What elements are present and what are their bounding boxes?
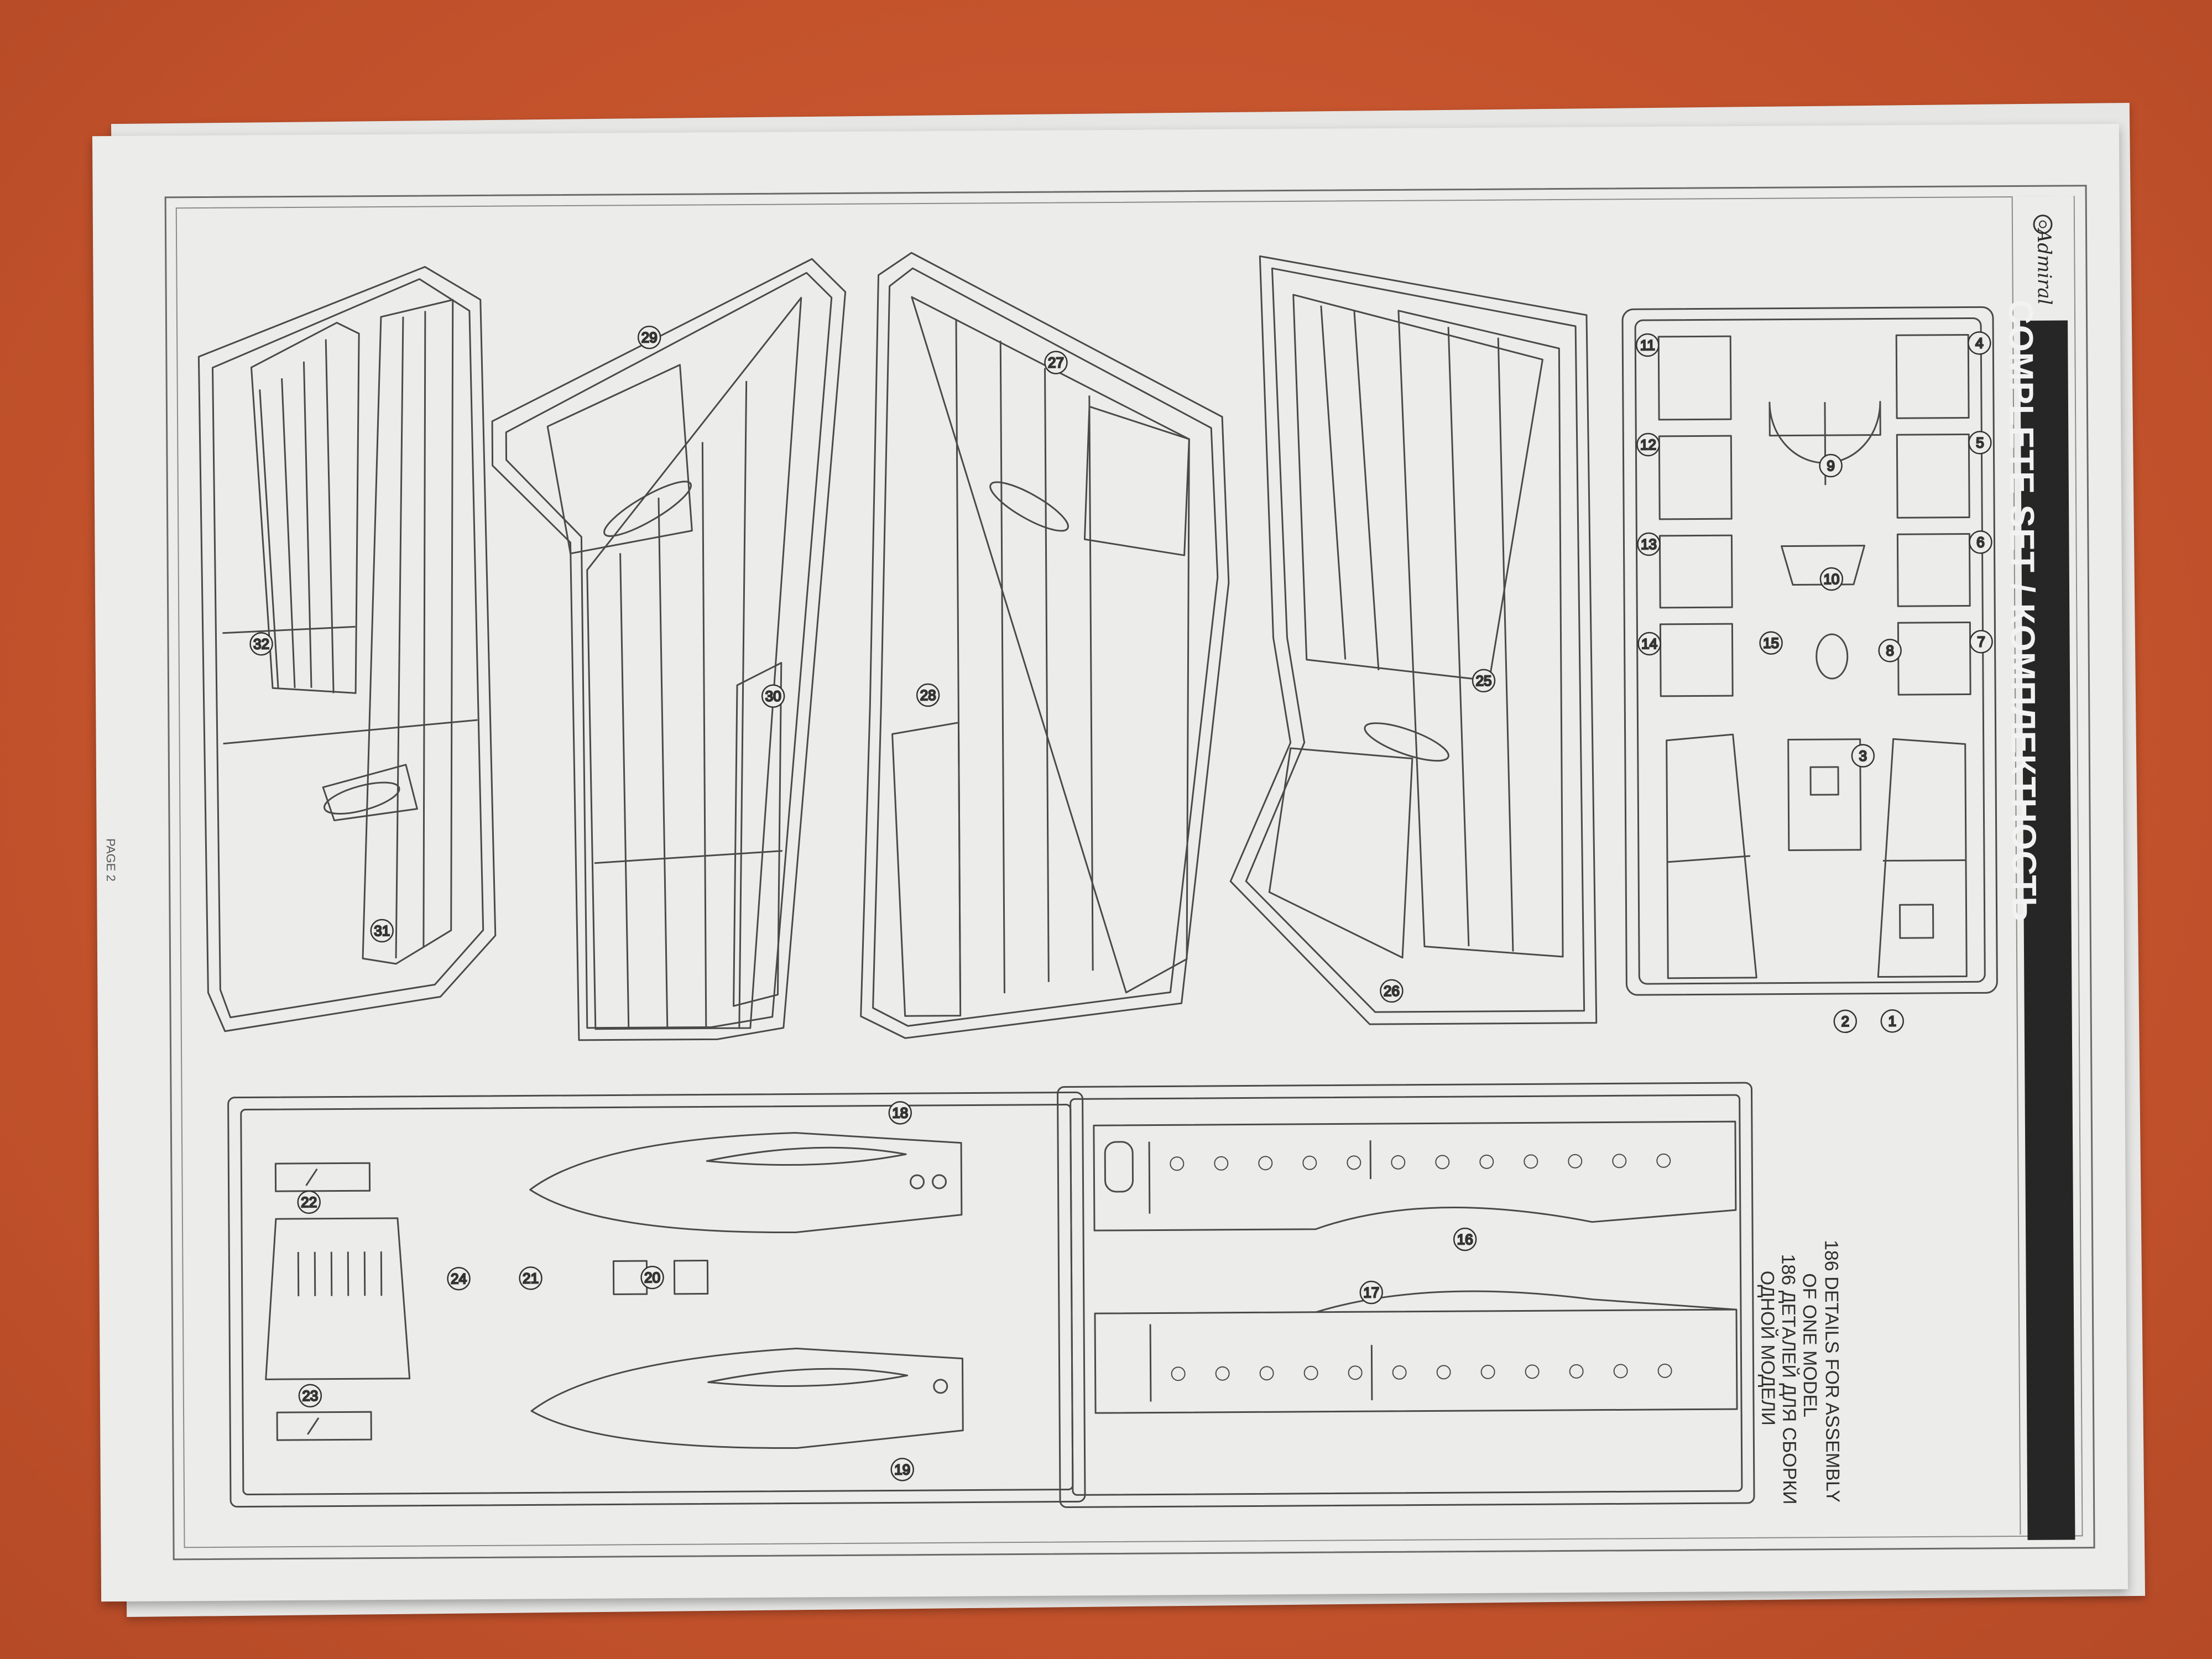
sprue-wing-31-32 xyxy=(197,266,497,1032)
instruction-sheet: COMPLETE SET / КОМПЛЕКТНОСТЬ Admiral PAG… xyxy=(92,123,2128,1602)
svg-text:27: 27 xyxy=(1048,354,1064,371)
callout-5: 5 xyxy=(1968,431,1992,455)
svg-text:9: 9 xyxy=(1827,457,1835,474)
callout-20: 20 xyxy=(640,1265,664,1290)
svg-text:15: 15 xyxy=(1763,635,1779,651)
callout-31: 31 xyxy=(370,919,394,943)
svg-text:21: 21 xyxy=(523,1270,539,1286)
callout-10: 10 xyxy=(1819,567,1844,591)
callout-32: 32 xyxy=(249,632,273,656)
portholes xyxy=(1170,1153,1672,1381)
callout-19: 19 xyxy=(890,1458,914,1481)
svg-text:20: 20 xyxy=(644,1269,660,1286)
callout-26: 26 xyxy=(1380,979,1404,1003)
sprue-small-parts xyxy=(1621,306,1998,996)
svg-text:18: 18 xyxy=(892,1104,908,1121)
callout-9: 9 xyxy=(1819,453,1843,478)
svg-text:11: 11 xyxy=(1640,337,1655,353)
callout-18: 18 xyxy=(888,1101,912,1125)
callout-15: 15 xyxy=(1759,631,1783,655)
callout-2: 2 xyxy=(1833,1009,1858,1034)
svg-text:26: 26 xyxy=(1384,983,1400,999)
brand-logo xyxy=(2033,215,2053,234)
svg-text:3: 3 xyxy=(1859,748,1867,764)
callout-6: 6 xyxy=(1969,530,1992,554)
svg-text:31: 31 xyxy=(374,922,390,939)
callout-12: 12 xyxy=(1636,432,1660,457)
svg-text:1: 1 xyxy=(1888,1013,1896,1029)
callout-11: 11 xyxy=(1636,333,1660,357)
svg-text:2: 2 xyxy=(1841,1013,1849,1030)
svg-text:19: 19 xyxy=(894,1461,910,1478)
callout-30: 30 xyxy=(761,684,785,708)
svg-text:7: 7 xyxy=(1977,633,1985,650)
svg-text:28: 28 xyxy=(920,687,936,703)
callout-25: 25 xyxy=(1472,669,1496,693)
svg-text:5: 5 xyxy=(1976,434,1984,451)
callout-1: 1 xyxy=(1880,1009,1905,1033)
callout-8: 8 xyxy=(1878,639,1902,662)
svg-text:8: 8 xyxy=(1886,642,1894,659)
callout-24: 24 xyxy=(447,1266,471,1291)
callout-22: 22 xyxy=(297,1190,321,1214)
callout-21: 21 xyxy=(519,1266,542,1290)
svg-text:10: 10 xyxy=(1823,571,1839,587)
callout-13: 13 xyxy=(1637,532,1661,556)
callout-14: 14 xyxy=(1637,632,1661,656)
callout-28: 28 xyxy=(916,683,940,707)
callout-3: 3 xyxy=(1851,744,1875,768)
sprue-wing-27-28 xyxy=(860,252,1230,1039)
svg-text:22: 22 xyxy=(301,1194,317,1211)
sprue-wing-29-30 xyxy=(491,258,847,1041)
sprue-wing-25-26 xyxy=(1229,255,1598,1025)
svg-text:12: 12 xyxy=(1640,436,1656,453)
svg-text:4: 4 xyxy=(1975,335,1984,351)
svg-text:6: 6 xyxy=(1976,534,1985,550)
callout-7: 7 xyxy=(1969,630,1993,654)
callout-29: 29 xyxy=(637,325,661,349)
svg-text:24: 24 xyxy=(451,1270,467,1287)
svg-text:32: 32 xyxy=(253,635,269,652)
svg-text:30: 30 xyxy=(765,688,781,705)
svg-text:14: 14 xyxy=(1641,635,1657,652)
sprue-nacelles xyxy=(227,1091,1086,1508)
callout-4: 4 xyxy=(1968,331,1991,355)
sprue-fuselage xyxy=(1057,1082,1755,1509)
svg-text:23: 23 xyxy=(302,1387,318,1404)
callout-16: 16 xyxy=(1453,1227,1477,1251)
callout-27: 27 xyxy=(1044,351,1068,374)
svg-text:29: 29 xyxy=(641,329,658,346)
svg-text:25: 25 xyxy=(1475,672,1491,689)
callout-17: 17 xyxy=(1359,1280,1384,1305)
svg-text:16: 16 xyxy=(1457,1231,1473,1248)
svg-text:17: 17 xyxy=(1363,1284,1379,1301)
parts-drawing: 1 2 3 4 5 6 7 8 9 10 11 12 13 14 15 16 1… xyxy=(197,252,1998,1509)
callout-23: 23 xyxy=(298,1384,322,1408)
svg-text:13: 13 xyxy=(1641,536,1657,552)
